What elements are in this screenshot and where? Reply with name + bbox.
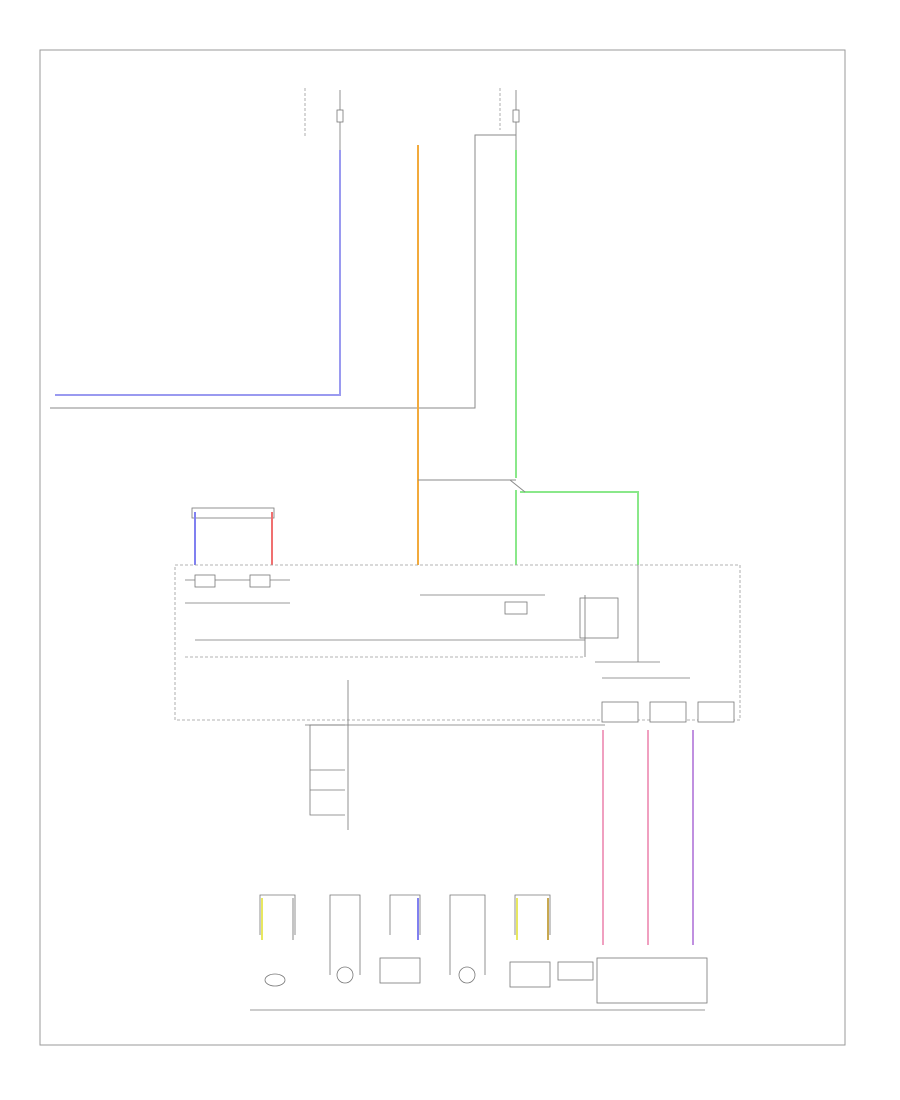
module-output-block: [579, 597, 619, 639]
wire-green-branch: [520, 491, 639, 565]
lamp-4-bracket: [449, 894, 486, 975]
module-relay-right: [249, 574, 271, 588]
sensor-connector-2: [649, 701, 687, 723]
wire-gray-splice-2: [509, 479, 526, 493]
bulb-icon-2: [336, 966, 354, 984]
lamp-3-bracket: [389, 894, 421, 935]
lamp-1-bracket: [259, 894, 296, 935]
diagram-frame: [39, 49, 846, 1046]
sensor-connector-1: [601, 701, 639, 723]
lamp-3-box: [379, 957, 421, 984]
lamp-2-bracket: [329, 894, 361, 975]
lamp-5-bracket: [514, 894, 551, 935]
switch-connector-box: [191, 507, 275, 519]
wire-gray-branch-top: [50, 134, 516, 409]
control-module-outline: [174, 564, 741, 721]
module-switch-block: [504, 601, 528, 615]
fuse-left-icon: [336, 109, 344, 123]
fuse-right-icon: [512, 109, 520, 123]
sensor-connector-3: [697, 701, 735, 723]
module-relay-left: [194, 574, 216, 588]
bulb-icon-1: [264, 973, 286, 987]
wire-violet: [55, 150, 341, 396]
output-module-box: [596, 957, 708, 1004]
bulb-icon-4: [458, 966, 476, 984]
output-module-label-box: [557, 961, 594, 981]
lamp-5-box: [509, 961, 551, 988]
